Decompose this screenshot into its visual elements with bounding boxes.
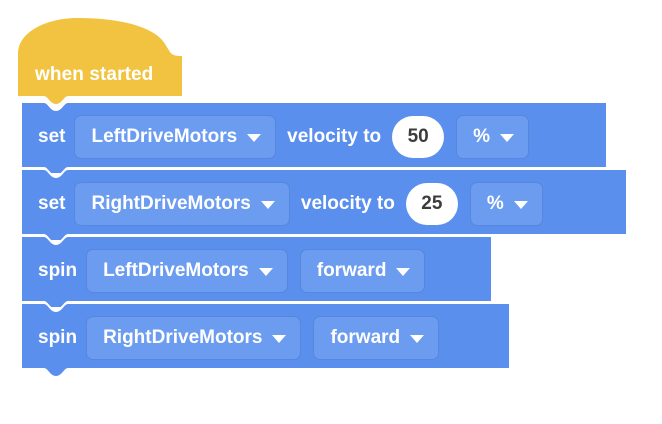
block-when-started[interactable]: when started: [18, 18, 182, 104]
input-velocity-value[interactable]: 50: [392, 116, 445, 158]
block-set-left-velocity[interactable]: set LeftDriveMotors velocity to 50 %: [18, 103, 610, 173]
dropdown-motor-group-label: RightDriveMotors: [103, 327, 263, 348]
dropdown-spin-direction[interactable]: forward: [299, 249, 426, 293]
chevron-down-icon: [272, 334, 287, 343]
dropdown-motor-group[interactable]: LeftDriveMotors: [74, 115, 277, 159]
chevron-down-icon: [258, 267, 273, 276]
chevron-down-icon: [247, 133, 262, 142]
input-velocity-value[interactable]: 25: [405, 183, 458, 225]
block-text-velocity-to: velocity to: [287, 126, 382, 147]
chevron-down-icon: [260, 200, 275, 209]
chevron-down-icon: [500, 133, 515, 142]
dropdown-motor-group-label: LeftDriveMotors: [91, 126, 238, 147]
dropdown-motor-group-label: RightDriveMotors: [91, 193, 251, 214]
chevron-down-icon: [396, 267, 411, 276]
dropdown-motor-group-label: LeftDriveMotors: [103, 260, 249, 281]
dropdown-velocity-unit-label: %: [486, 193, 504, 214]
block-spin-right[interactable]: spin RightDriveMotors forward: [18, 304, 513, 380]
block-keyword-spin: spin: [38, 327, 78, 348]
dropdown-motor-group[interactable]: LeftDriveMotors: [86, 249, 288, 293]
dropdown-spin-direction-label: forward: [316, 260, 387, 281]
block-text-velocity-to: velocity to: [300, 193, 395, 214]
dropdown-velocity-unit[interactable]: %: [469, 182, 543, 226]
dropdown-velocity-unit[interactable]: %: [456, 115, 530, 159]
dropdown-motor-group[interactable]: RightDriveMotors: [74, 182, 290, 226]
block-set-right-velocity[interactable]: set RightDriveMotors velocity to 25 %: [18, 170, 630, 240]
chevron-down-icon: [513, 200, 528, 209]
chevron-down-icon: [410, 334, 425, 343]
block-keyword-spin: spin: [38, 260, 78, 281]
dropdown-motor-group[interactable]: RightDriveMotors: [86, 316, 302, 360]
script-stack[interactable]: when started set LeftDriveMotors velocit…: [18, 18, 630, 380]
hat-block-shape: [18, 18, 182, 104]
hat-block-label: when started: [35, 64, 154, 85]
dropdown-spin-direction[interactable]: forward: [313, 316, 440, 360]
block-keyword-set: set: [38, 126, 66, 147]
block-keyword-set: set: [38, 193, 66, 214]
block-spin-left[interactable]: spin LeftDriveMotors forward: [18, 237, 495, 307]
dropdown-velocity-unit-label: %: [473, 126, 491, 147]
dropdown-spin-direction-label: forward: [330, 327, 401, 348]
